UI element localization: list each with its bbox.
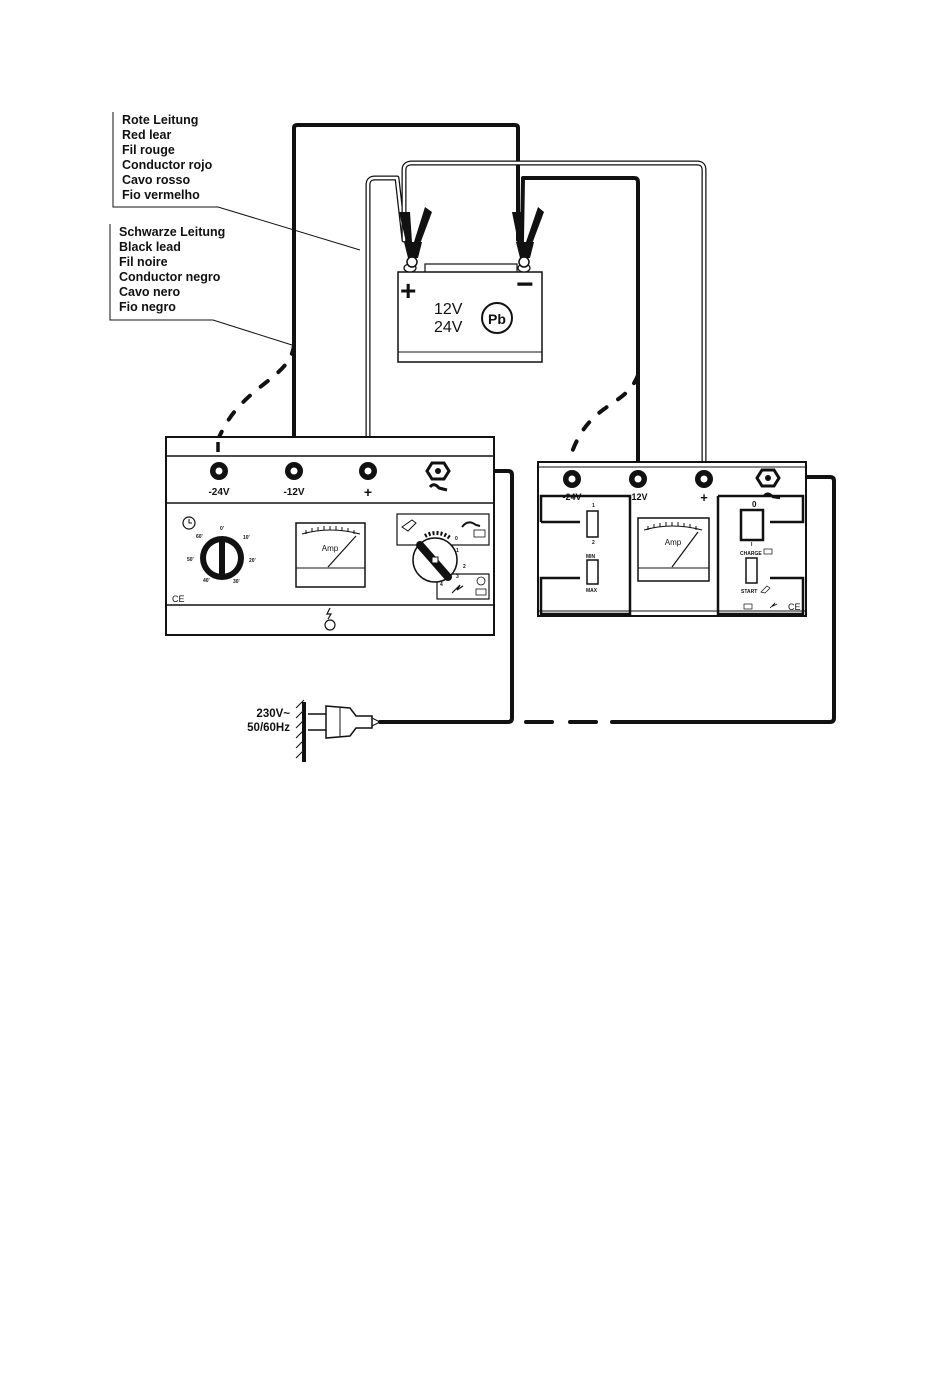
mode-mark-0: 0 <box>455 536 458 542</box>
left-terminal-24v[interactable] <box>210 462 228 480</box>
mains-plug <box>296 700 380 762</box>
legend-red-line-6: Fio vermelho <box>122 188 200 202</box>
left-ce-mark: CE <box>172 594 185 604</box>
left-terminal-12v[interactable] <box>285 462 303 480</box>
power-switch[interactable] <box>741 510 763 540</box>
timer-mark-50: 50' <box>187 557 194 563</box>
legend-red-line-3: Fil rouge <box>122 143 175 157</box>
start-label: START <box>741 589 757 595</box>
mains-frequency: 50/60Hz <box>247 722 290 734</box>
legend-black-line-3: Fil noire <box>119 255 168 269</box>
battery-minus-sign: − <box>516 268 534 301</box>
mode-mark-2: 2 <box>463 564 466 570</box>
battery-voltage-24: 24V <box>434 319 463 336</box>
legend-red-line-2: Red lear <box>122 128 171 142</box>
left-label-plus: + <box>364 484 372 500</box>
legend-red-line-4: Conductor rojo <box>122 158 213 172</box>
right-meter-label: Amp <box>665 538 682 547</box>
right-label-12v: -12V <box>628 492 647 502</box>
right-ce-mark: CE <box>788 602 801 612</box>
battery-type-pb: Pb <box>488 311 506 327</box>
right-mains-inlet <box>757 470 779 486</box>
step-switch-1-2[interactable] <box>587 511 598 537</box>
legend-black-line-6: Fio negro <box>119 300 176 314</box>
min-label: MIN <box>586 554 596 560</box>
dotted-link-right <box>568 375 638 465</box>
timer-mark-20: 20' <box>249 558 256 564</box>
mode-mark-1: 1 <box>456 548 459 554</box>
mains-voltage: 230V~ <box>256 708 290 720</box>
charge-label: CHARGE <box>740 551 762 557</box>
timer-mark-60: 60' <box>196 534 203 540</box>
legend-black-line-2: Black lead <box>119 240 181 254</box>
charge-start-switch[interactable] <box>746 558 757 583</box>
left-terminal-plus[interactable] <box>359 462 377 480</box>
legend-black-line-5: Cavo nero <box>119 285 180 299</box>
fuse-indicator <box>325 620 335 630</box>
power-mark-0: 0 <box>752 500 757 509</box>
step-mark-1: 1 <box>592 503 595 509</box>
right-label-plus: + <box>700 490 708 505</box>
timer-mark-0: 0' <box>220 526 224 532</box>
min-max-switch[interactable] <box>587 560 598 584</box>
battery-voltage-12: 12V <box>434 301 463 318</box>
left-mains-inlet <box>427 463 449 479</box>
charger-right: -24V -12V + 1 2 MIN MAX Amp <box>538 462 806 616</box>
charger-left: -24V -12V + 0' 10' 20' 30' 40' 50' 60' <box>166 437 494 635</box>
left-label-24v: -24V <box>208 487 229 498</box>
legend-red-line-1: Rote Leitung <box>122 113 198 127</box>
timer-mark-30: 30' <box>233 579 240 585</box>
mode-mark-3: 3 <box>456 574 459 580</box>
timer-mark-10: 10' <box>243 535 250 541</box>
right-terminal-12v[interactable] <box>629 470 647 488</box>
battery-plus-sign: + <box>400 275 416 306</box>
legend-black-line-4: Conductor negro <box>119 270 221 284</box>
step-mark-2: 2 <box>592 540 595 546</box>
mode-mark-4: 4 <box>440 582 443 588</box>
timer-knob[interactable] <box>200 536 244 580</box>
legend-red-line-5: Cavo rosso <box>122 173 190 187</box>
clock-icon <box>183 517 195 529</box>
max-label: MAX <box>586 588 598 594</box>
right-ammeter: Amp <box>638 518 709 581</box>
timer-mark-40: 40' <box>203 578 210 584</box>
left-meter-label: Amp <box>322 544 339 553</box>
legend-black-line-1: Schwarze Leitung <box>119 225 225 239</box>
battery: + − 12V 24V Pb <box>398 264 542 362</box>
left-label-12v: -12V <box>283 487 304 498</box>
right-terminal-plus[interactable] <box>695 470 713 488</box>
left-ammeter: Amp <box>296 523 365 587</box>
right-terminal-24v[interactable] <box>563 470 581 488</box>
dotted-link-left <box>218 345 294 440</box>
legend-black-lead: Schwarze Leitung Black lead Fil noire Co… <box>110 224 292 345</box>
